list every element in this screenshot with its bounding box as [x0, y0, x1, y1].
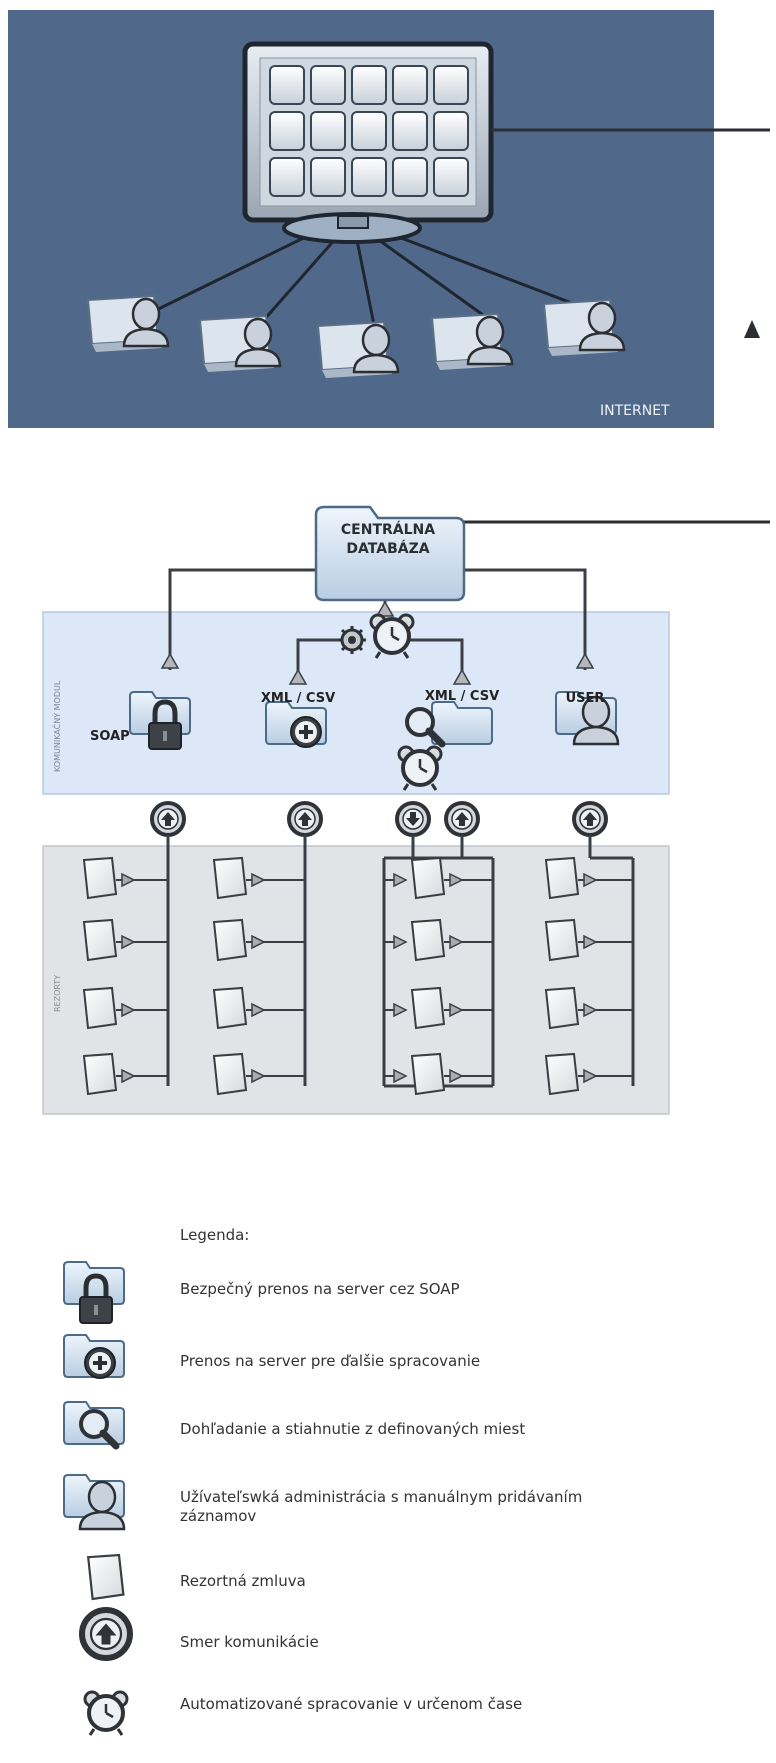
rezort-document-icon: [384, 1053, 493, 1095]
legend-item-text: Rezortná zmluva: [180, 1572, 306, 1590]
comm-module-label: KOMUNIKAČNÝ MODUL: [51, 680, 62, 772]
rezort-document-icon: [545, 857, 633, 899]
xml-csv-upload-folder-icon: [265, 701, 327, 749]
rezort-document-icon: [545, 987, 633, 1029]
app-tile: [392, 157, 428, 197]
direction-up-icon: [150, 801, 186, 837]
central-database-folder-icon: [314, 505, 466, 602]
web-portal-monitor-icon: [242, 41, 494, 244]
channel-label-xml-csv-2: XML / CSV: [425, 689, 499, 704]
direction-down-icon: [395, 801, 431, 837]
legend-arrow-circle-icon: [82, 1610, 130, 1658]
app-tile: [310, 65, 346, 105]
user-connection-lines: [139, 223, 591, 331]
rezort-document-icon: [545, 919, 633, 961]
rezort-document-icon: [213, 1053, 305, 1095]
app-tile: [351, 111, 387, 151]
direction-up-icon: [572, 801, 608, 837]
app-tile: [433, 111, 469, 151]
legend-plus-folder-icon: [63, 1334, 125, 1380]
rezort-document-icon: [213, 919, 305, 961]
app-tile: [310, 157, 346, 197]
direction-up-icon: [287, 801, 323, 837]
user-station-icon: [317, 321, 400, 379]
trunk-lines: [168, 568, 587, 683]
legend-item-text: Prenos na server pre ďalšie spracovanie: [180, 1352, 481, 1370]
bus-lines: [166, 835, 635, 1088]
rezort-document-icon: [83, 919, 168, 961]
app-tile: [310, 111, 346, 151]
rezort-document-icon: [384, 919, 493, 961]
legend-document-icon: [87, 1553, 125, 1601]
user-station-icon: [87, 295, 170, 353]
rezort-document-icon: [83, 857, 168, 899]
central-db-label-line1: CENTRÁLNA: [341, 521, 435, 538]
app-tile: [269, 111, 305, 151]
app-tile: [269, 157, 305, 197]
channel-label-xml-csv-1: XML / CSV: [261, 691, 335, 706]
legend-alarm-clock-icon: [83, 1690, 129, 1737]
app-tile: [269, 65, 305, 105]
rezort-document-icon: [83, 987, 168, 1029]
legend-search-folder-icon: [63, 1401, 125, 1446]
rezort-document-icon: [545, 1053, 633, 1095]
central-db-label-line2: DATABÁZA: [346, 540, 429, 557]
rezort-document-icon: [213, 857, 305, 899]
up-arrow-icon: [744, 320, 760, 338]
legend-item-text: Automatizované spracovanie v určenom čas…: [180, 1695, 523, 1713]
legend-lock-folder-icon: [63, 1261, 125, 1323]
legend-user-folder-icon: [63, 1474, 126, 1531]
legend-item-text: Dohľadanie a stiahnutie z definovaných m…: [180, 1420, 526, 1438]
user-station-icon: [431, 313, 514, 371]
legend-item-text: Bezpečný prenos na server cez SOAP: [180, 1280, 460, 1298]
user-station-icon: [543, 299, 626, 357]
app-tile: [351, 157, 387, 197]
legend-item-text: Užívateľswká administrácia s manuálnym p…: [180, 1488, 583, 1525]
rezort-document-icon: [83, 1053, 168, 1095]
app-tile: [433, 157, 469, 197]
legend-title: Legenda:: [180, 1226, 250, 1244]
direction-up-icon: [444, 801, 480, 837]
rezort-document-icon: [384, 987, 493, 1029]
sync-link-lines: [462, 128, 770, 524]
app-tile: [392, 111, 428, 151]
rezorty-label: REZORTY: [53, 975, 62, 1012]
internet-label: INTERNET: [600, 403, 670, 419]
channel-label-user: USER: [566, 691, 605, 706]
legend-item-text: Smer komunikácie: [180, 1633, 319, 1651]
rezort-document-icon: [384, 857, 493, 899]
user-station-icon: [199, 315, 282, 373]
channel-label-soap: SOAP: [90, 729, 130, 744]
app-tile: [433, 65, 469, 105]
app-tile: [392, 65, 428, 105]
gear-icon: [336, 624, 368, 656]
app-tile: [351, 65, 387, 105]
rezort-document-icon: [213, 987, 305, 1029]
